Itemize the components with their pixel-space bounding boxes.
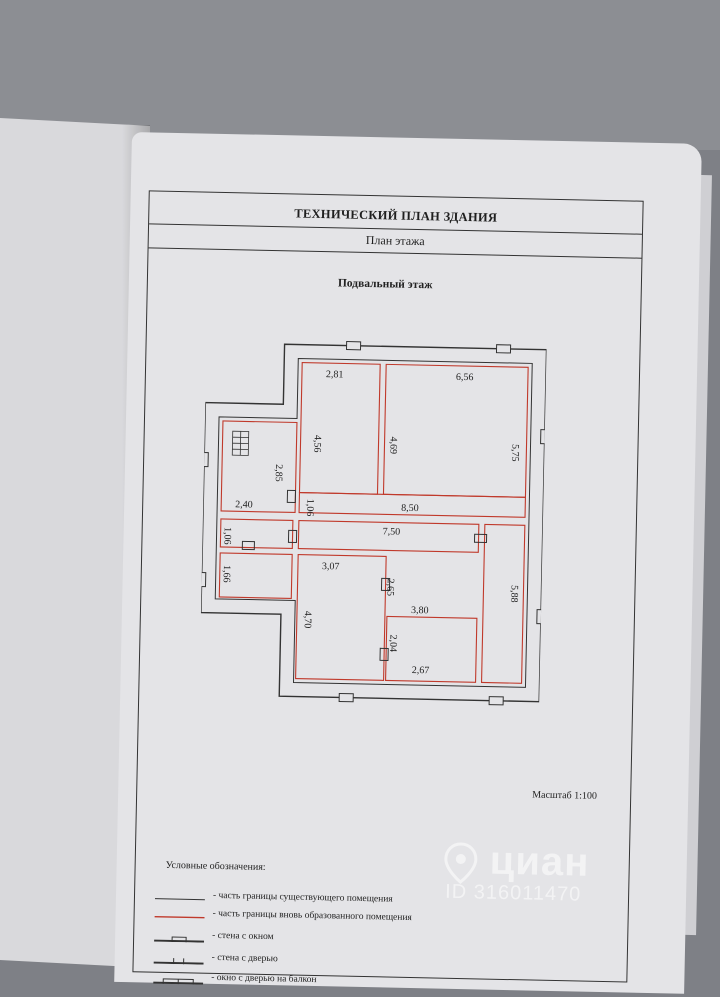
room-1 [299, 363, 380, 495]
stair-icon [232, 431, 248, 455]
dim-label: 6,56 [456, 372, 474, 383]
dim-label: 1,06 [304, 499, 315, 517]
floor-title: Подвальный этаж [338, 277, 433, 291]
dim-label: 1,66 [221, 565, 232, 583]
dim-label: 1,06 [221, 527, 232, 545]
dim-label: 2,81 [326, 369, 344, 380]
dim-label: 7,50 [383, 526, 401, 537]
wall-door-icon [154, 958, 204, 965]
dim-label: 3,80 [411, 605, 429, 616]
dim-label: 2,85 [273, 464, 284, 482]
scale-label: Масштаб 1:100 [532, 790, 597, 802]
dim-label: 4,56 [311, 435, 322, 453]
dim-label: 8,50 [401, 503, 419, 514]
watermark: циан ID 316011470 [445, 838, 590, 907]
room-2 [383, 364, 528, 497]
dim-label: 4,69 [387, 436, 398, 454]
dim-label: 3,07 [322, 561, 340, 572]
wall-window-icon [154, 936, 204, 943]
dim-label: 4,70 [302, 611, 313, 629]
room-5 [482, 524, 525, 683]
dim-label: 5,75 [509, 444, 520, 462]
red-line-icon [155, 914, 205, 921]
thin-line-icon [155, 896, 205, 903]
document-page: ТЕХНИЧЕСКИЙ ПЛАН ЗДАНИЯ План этажа Подва… [114, 132, 702, 994]
dim-label: 2,67 [412, 665, 430, 676]
floor-plan: 2,81 6,56 4,56 4,69 5,75 2,85 1,06 2,40 … [199, 313, 547, 720]
legend-title: Условные обозначения: [166, 860, 266, 873]
dim-label: 2,04 [387, 634, 398, 652]
document-frame: ТЕХНИЧЕСКИЙ ПЛАН ЗДАНИЯ План этажа Подва… [132, 190, 643, 982]
dim-label: 5,88 [508, 585, 519, 603]
cian-logo-icon [437, 840, 484, 887]
dim-label: 2,65 [384, 578, 395, 596]
room-4 [386, 616, 477, 682]
dim-label: 2,40 [235, 499, 253, 510]
window-door-balcony-icon [153, 978, 203, 985]
